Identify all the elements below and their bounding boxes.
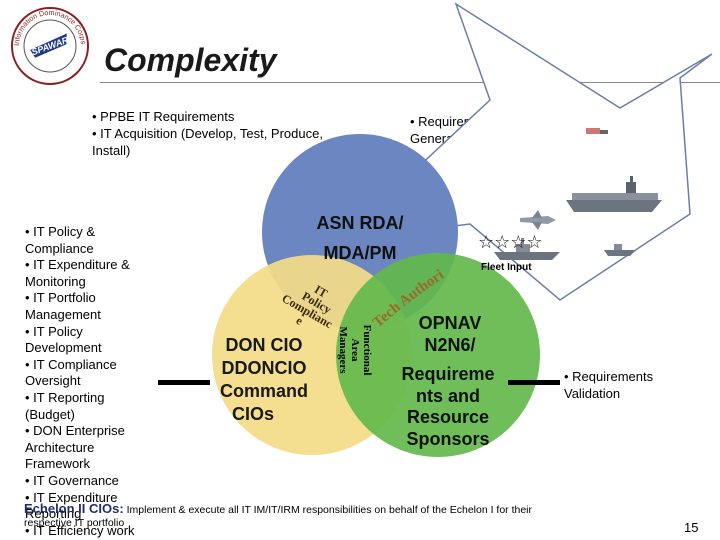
list-item: • IT Compliance <box>25 356 117 372</box>
svg-text:IT: IT <box>312 282 330 300</box>
don-cio-label: DON CIO DDONCIO Command CIOs <box>220 335 309 424</box>
requirements-sponsors-label: Requireme nts and Resource Sponsors <box>401 364 495 449</box>
spawar-seal-logo: Information Dominance Corps SPAWAR <box>11 7 89 85</box>
note-line: Install) <box>92 143 131 158</box>
list-item: Compliance <box>25 240 94 256</box>
acquisition-notes: • PPBE IT Requirements • IT Acquisition … <box>92 108 392 159</box>
left-connector-line <box>158 380 210 385</box>
destroyer-icon <box>494 238 560 260</box>
list-item: • IT Policy & <box>25 224 96 239</box>
echelon-footer: Echelon II CIOs: Implement & execute all… <box>24 502 684 530</box>
list-item: • IT Reporting <box>25 389 105 405</box>
list-item: • IT Efficiency work <box>25 522 135 538</box>
list-item: • IT Portfolio <box>25 290 96 306</box>
patrol-boat-icon <box>604 244 636 256</box>
list-item: Monitoring <box>25 273 86 289</box>
footer-lead: Echelon II CIOs: <box>24 501 124 516</box>
functional-area-managers-label: Functional Area Managers <box>337 325 373 376</box>
list-item: • DON Enterprise <box>25 423 125 439</box>
opnav-label: OPNAV N2N6/ <box>418 313 482 355</box>
svg-text:Area: Area <box>349 338 361 362</box>
svg-text:Managers: Managers <box>337 326 349 374</box>
list-item: Reporting <box>25 506 82 522</box>
asn-rda-label: ASN RDA/ MDA/PM <box>316 213 404 263</box>
list-item: • IT Policy <box>25 323 83 339</box>
opnav-circle <box>336 253 540 457</box>
list-item: (Budget) <box>25 406 75 422</box>
list-item: • IT Expenditure & <box>25 257 130 273</box>
note-line: • PPBE IT Requirements <box>92 109 235 124</box>
aircraft-carrier-icon <box>566 176 662 212</box>
fighter-jet-icon <box>520 210 556 230</box>
satellite-icon <box>586 128 608 134</box>
requirements-validation-note: • Requirements Validation <box>564 369 654 401</box>
list-item: • IT Governance <box>25 472 119 488</box>
list-item: • IT Expenditure <box>25 489 118 505</box>
fleet-input-label: Fleet Input <box>481 262 532 273</box>
don-cio-responsibilities-list: • IT Policy & Compliance • IT Expenditur… <box>25 224 175 539</box>
footer-text-line2: respective IT portfolio <box>24 517 125 529</box>
list-item: Framework <box>25 456 91 472</box>
list-item: Management <box>25 306 101 322</box>
note-line: • IT Acquisition (Develop, Test, Produce… <box>92 126 323 141</box>
page-number: 15 <box>684 520 699 535</box>
stars-rating: ☆☆☆☆ <box>478 232 543 252</box>
slide-title: Complexity <box>104 42 277 78</box>
header-divider <box>100 82 720 83</box>
list-item: Oversight <box>25 373 81 389</box>
list-item: Development <box>25 340 102 356</box>
svg-text:Functional: Functional <box>361 325 373 376</box>
right-connector-line <box>508 380 560 385</box>
footer-text: Implement & execute all IT IM/IT/IRM res… <box>123 504 533 516</box>
list-item: Architecture <box>25 439 95 455</box>
